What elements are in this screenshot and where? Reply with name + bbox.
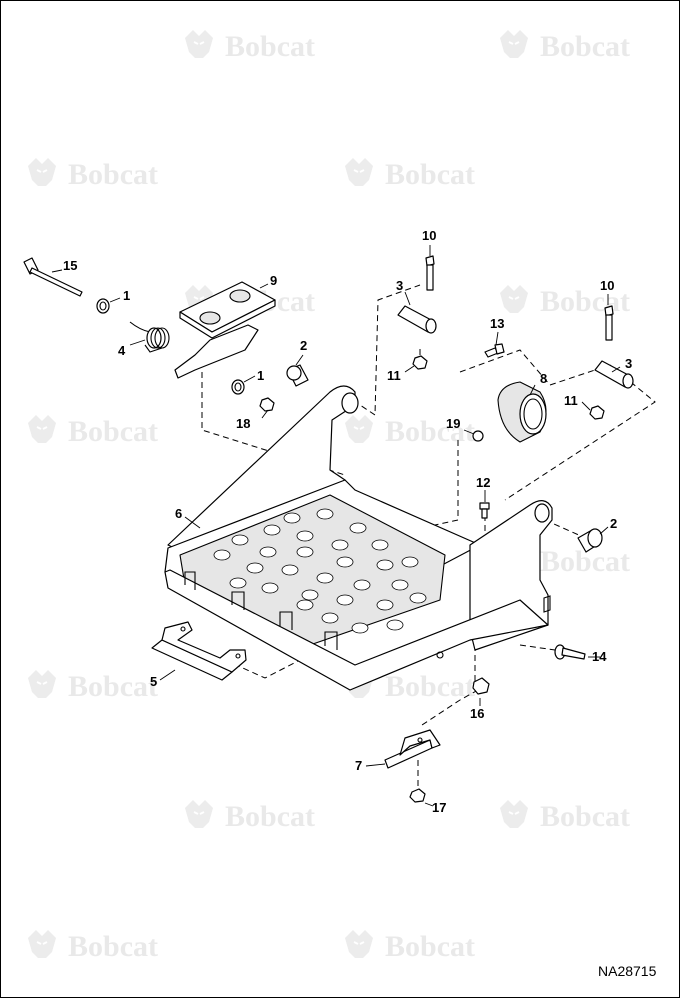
bracket-7 — [384, 729, 441, 769]
watermark: Bobcat — [499, 284, 630, 318]
watermark: Bobcat — [27, 929, 158, 963]
watermark-text: Bobcat — [225, 800, 315, 833]
watermark-text: Bobcat — [385, 670, 475, 703]
callout-1: 1 — [123, 288, 130, 303]
callout-5: 5 — [150, 674, 157, 689]
watermark: Bobcat — [27, 669, 158, 703]
watermark-text: Bobcat — [225, 30, 315, 63]
pedal-assembly — [174, 281, 276, 379]
nut-17 — [409, 788, 426, 803]
callout-4: 4 — [118, 343, 126, 358]
bushing-8 — [497, 381, 547, 443]
figure-reference: NA28715 — [598, 963, 657, 979]
nut-11a — [412, 355, 428, 370]
callout-19: 19 — [446, 416, 460, 431]
watermark-text: Bobcat — [540, 285, 630, 318]
watermark: Bobcat — [344, 669, 475, 703]
callout-6: 6 — [175, 506, 182, 521]
callout-8: 8 — [540, 371, 547, 386]
watermark-text: Bobcat — [540, 30, 630, 63]
bobcat-logo-icon — [27, 157, 57, 187]
watermark: Bobcat — [499, 799, 630, 833]
bracket-5 — [151, 621, 247, 681]
watermark-text: Bobcat — [540, 800, 630, 833]
fitting-13 — [484, 343, 505, 358]
callout-10: 10 — [422, 228, 436, 243]
bobcat-logo-icon — [184, 29, 214, 59]
pin-3b — [594, 360, 634, 389]
watermark-text: Bobcat — [385, 415, 475, 448]
watermark: Bobcat — [27, 157, 158, 191]
callout-18: 18 — [236, 416, 250, 431]
watermark: Bobcat — [184, 29, 315, 63]
callout-10: 10 — [600, 278, 614, 293]
bolt-14 — [554, 644, 586, 660]
watermark-text: Bobcat — [385, 158, 475, 191]
bobcat-logo-icon — [27, 414, 57, 444]
leader-lines — [51, 245, 621, 807]
nut-18 — [259, 397, 275, 412]
bobcat-logo-icon — [499, 29, 529, 59]
bolt-10b — [604, 305, 614, 341]
watermark: Bobcat — [344, 929, 475, 963]
watermark-text: Bobcat — [68, 670, 158, 703]
callout-13: 13 — [490, 316, 504, 331]
bobcat-logo-icon — [27, 669, 57, 699]
watermark: Bobcat — [27, 414, 158, 448]
bushing-1a — [96, 298, 110, 314]
bushing-2a — [286, 364, 309, 387]
callout-16: 16 — [470, 706, 484, 721]
bolt-12 — [479, 502, 490, 519]
bobcat-logo-icon — [344, 414, 374, 444]
pin-3a — [397, 305, 437, 334]
bushing-2b — [577, 528, 603, 553]
watermark: Bobcat — [499, 29, 630, 63]
step-platform — [164, 385, 553, 691]
nut-19 — [472, 430, 484, 442]
callout-3: 3 — [396, 278, 403, 293]
bobcat-logo-icon — [499, 799, 529, 829]
watermark: Bobcat — [184, 799, 315, 833]
tread-holes — [213, 508, 427, 634]
watermark-text: Bobcat — [68, 158, 158, 191]
callout-12: 12 — [476, 475, 490, 490]
watermark-text: Bobcat — [385, 930, 475, 963]
callout-9: 9 — [270, 273, 277, 288]
callout-7: 7 — [355, 758, 362, 773]
watermark: Bobcat — [344, 414, 475, 448]
callouts: 15 1 9 4 1 2 18 10 3 11 13 8 10 3 11 19 … — [63, 228, 632, 815]
bobcat-logo-icon — [344, 929, 374, 959]
callout-11: 11 — [564, 393, 578, 408]
watermark-text: Bobcat — [68, 930, 158, 963]
callout-15: 15 — [63, 258, 77, 273]
nut-16 — [472, 677, 490, 695]
bobcat-logo-icon — [499, 284, 529, 314]
callout-3: 3 — [625, 356, 632, 371]
watermark: Bobcat — [344, 157, 475, 191]
nut-11b — [589, 405, 605, 420]
callout-17: 17 — [432, 800, 446, 815]
bobcat-logo-icon — [27, 929, 57, 959]
pivot-bolt — [23, 257, 83, 297]
bobcat-logo-icon — [344, 157, 374, 187]
callout-2: 2 — [300, 338, 307, 353]
bobcat-logo-icon — [184, 799, 214, 829]
bolt-10a — [425, 255, 435, 291]
watermark-text: Bobcat — [68, 415, 158, 448]
callout-14: 14 — [592, 649, 607, 664]
callout-11: 11 — [387, 368, 401, 383]
callout-2: 2 — [610, 516, 617, 531]
callout-1: 1 — [257, 368, 264, 383]
bushing-1b — [231, 379, 245, 395]
spring — [129, 321, 170, 353]
